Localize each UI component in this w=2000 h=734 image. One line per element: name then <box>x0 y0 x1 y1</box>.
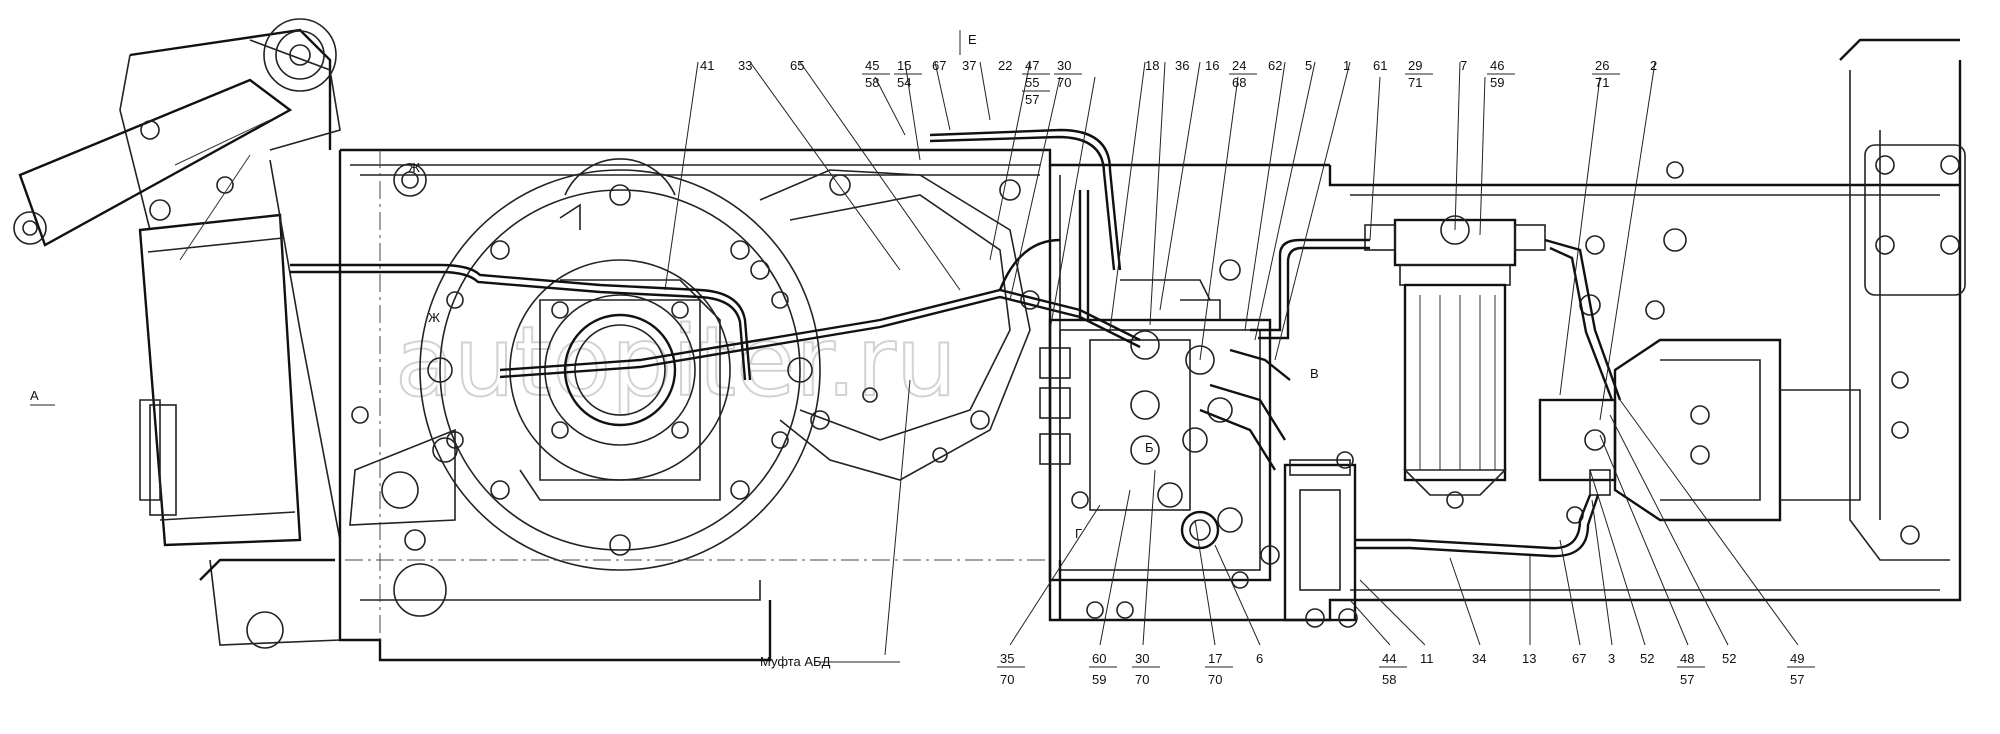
callout-number: 7 <box>1460 58 1467 73</box>
callout-number: 49 <box>1790 651 1804 666</box>
callout-number: 11 <box>1420 651 1434 666</box>
callout-number: 36 <box>1175 58 1189 73</box>
callout-number: 29 <box>1408 58 1422 73</box>
callout-leaders-bottom <box>884 379 1799 656</box>
callout-number: 13 <box>1522 651 1536 666</box>
callout-number: 30 <box>1057 58 1071 73</box>
view-letter-e: E <box>968 32 977 47</box>
callout-number: 34 <box>1472 651 1486 666</box>
view-letter-zh1: Ж <box>428 310 440 325</box>
callout-number: 6 <box>1256 651 1263 666</box>
callout-number: 44 <box>1382 651 1396 666</box>
callout-sub: 57 <box>1790 672 1804 687</box>
drain-cylinder <box>1283 451 1358 628</box>
callout-sub: 57 <box>1680 672 1694 687</box>
callout-number: 45 <box>865 58 879 73</box>
callout-sub: 70 <box>1208 672 1222 687</box>
callout-number: 17 <box>1208 651 1222 666</box>
callout-number: 5 <box>1305 58 1312 73</box>
valve-block <box>1039 259 1280 620</box>
pipes <box>290 128 1622 558</box>
callout-number: 2 <box>1650 58 1657 73</box>
callout-number: 52 <box>1722 651 1736 666</box>
callout-leaders-top <box>664 61 1656 421</box>
coupling-label: Муфта АБД <box>760 654 831 669</box>
callout-sub: 58 <box>1382 672 1396 687</box>
pump <box>1538 338 1861 522</box>
main-housing <box>338 38 1966 662</box>
callout-number: 60 <box>1092 651 1106 666</box>
callout-sub: 70 <box>1000 672 1014 687</box>
callout-sub: 58 <box>865 75 879 90</box>
callout-number: 22 <box>998 58 1012 73</box>
callout-sub: 68 <box>1232 75 1246 90</box>
callout-sub: 54 <box>897 75 911 90</box>
callout-number: 24 <box>1232 58 1246 73</box>
callout-number: 41 <box>700 58 714 73</box>
abd-coupling-housing <box>750 169 1040 481</box>
callout-number: 67 <box>932 58 946 73</box>
view-letter-g: Г <box>1075 526 1082 541</box>
view-letter-v: В <box>1310 366 1319 381</box>
callout-number: 3 <box>1608 651 1615 666</box>
callout-number: 33 <box>738 58 752 73</box>
oil-filter <box>1364 215 1546 509</box>
callout-number: 67 <box>1572 651 1586 666</box>
callout-sub: 71 <box>1595 75 1609 90</box>
callout-sub: 59 <box>1490 75 1504 90</box>
top-callouts: 41 33 65 45 58 15 54 67 37 22 47 55 57 3… <box>700 58 1657 107</box>
callout-number: 26 <box>1595 58 1609 73</box>
callout-number: 48 <box>1680 651 1694 666</box>
callout-number: 30 <box>1135 651 1149 666</box>
view-letter-b: Б <box>1145 440 1154 455</box>
callout-number: 46 <box>1490 58 1504 73</box>
callout-number: 1 <box>1343 58 1350 73</box>
view-letter-a: A <box>30 388 39 403</box>
callout-sub: 59 <box>1092 672 1106 687</box>
callout-sub: 70 <box>1135 672 1149 687</box>
callout-sub: 55 <box>1025 75 1039 90</box>
callout-number: 16 <box>1205 58 1219 73</box>
bottom-callouts: 35 70 60 59 30 70 17 70 6 44 58 11 34 13… <box>997 651 1815 687</box>
callout-number: 47 <box>1025 58 1039 73</box>
callout-number: 62 <box>1268 58 1282 73</box>
lift-linkage <box>13 18 341 649</box>
callout-sub: 70 <box>1057 75 1071 90</box>
callout-number: 61 <box>1373 58 1387 73</box>
callout-number: 35 <box>1000 651 1014 666</box>
callout-number: 15 <box>897 58 911 73</box>
callout-number: 52 <box>1640 651 1654 666</box>
callout-number: 18 <box>1145 58 1159 73</box>
callout-number: 37 <box>962 58 976 73</box>
callout-sub: 57 <box>1025 92 1039 107</box>
callout-number: 65 <box>790 58 804 73</box>
callout-sub: 71 <box>1408 75 1422 90</box>
view-letter-zh: Ж <box>408 160 420 175</box>
